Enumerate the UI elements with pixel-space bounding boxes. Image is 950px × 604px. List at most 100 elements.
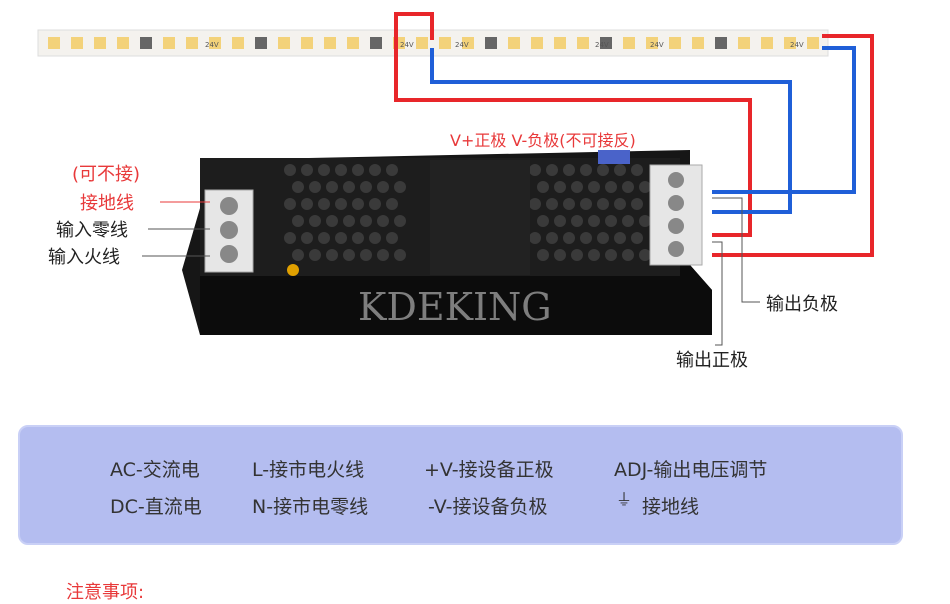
led-chip <box>738 37 750 49</box>
vent-hole <box>605 181 617 193</box>
led-chip <box>577 37 589 49</box>
notice-title: 注意事项: <box>66 582 145 603</box>
voltage-label: 24V <box>595 41 609 49</box>
vent-hole <box>554 181 566 193</box>
vent-hole <box>284 164 296 176</box>
vent-hole <box>563 232 575 244</box>
label-output-negative: 输出负极 <box>766 294 838 315</box>
vent-hole <box>631 232 643 244</box>
led-chip <box>439 37 451 49</box>
vent-hole <box>343 249 355 261</box>
led-chip <box>347 37 359 49</box>
vent-hole <box>352 164 364 176</box>
led-chip <box>462 37 474 49</box>
vent-hole <box>360 181 372 193</box>
vent-hole <box>335 232 347 244</box>
vent-hole <box>605 249 617 261</box>
led-chip <box>255 37 267 49</box>
vent-hole <box>394 215 406 227</box>
legend-item: L-接市电火线 <box>252 459 365 481</box>
label-optional: (可不接) <box>72 164 141 185</box>
vent-hole <box>301 232 313 244</box>
voltage-label: 24V <box>400 41 414 49</box>
vent-hole <box>597 164 609 176</box>
led-chip <box>71 37 83 49</box>
vent-hole <box>326 249 338 261</box>
vent-hole <box>622 249 634 261</box>
voltage-label: 24V <box>650 41 664 49</box>
led-chip <box>163 37 175 49</box>
vent-hole <box>588 181 600 193</box>
vent-hole <box>326 215 338 227</box>
vent-hole <box>639 181 651 193</box>
vent-hole <box>554 215 566 227</box>
vent-hole <box>377 181 389 193</box>
led-chip <box>370 37 382 49</box>
vent-hole <box>352 232 364 244</box>
label-live: 输入火线 <box>48 247 120 268</box>
vent-hole <box>326 181 338 193</box>
vent-hole <box>597 232 609 244</box>
vent-hole <box>571 215 583 227</box>
vent-hole <box>571 181 583 193</box>
vent-hole <box>639 249 651 261</box>
vent-hole <box>614 232 626 244</box>
led-chip <box>807 37 819 49</box>
led-chip <box>669 37 681 49</box>
vent-hole <box>386 198 398 210</box>
vent-hole <box>284 232 296 244</box>
vent-hole <box>318 198 330 210</box>
vent-hole <box>580 232 592 244</box>
vent-hole <box>563 164 575 176</box>
led-chip <box>416 37 428 49</box>
led-chip <box>209 37 221 49</box>
vent-hole <box>394 249 406 261</box>
vent-hole <box>588 249 600 261</box>
legend-item: DC-直流电 <box>110 496 202 518</box>
led-chip <box>784 37 796 49</box>
vent-hole <box>309 249 321 261</box>
vent-hole <box>377 249 389 261</box>
led-chip <box>554 37 566 49</box>
voltage-label: 24V <box>455 41 469 49</box>
vent-hole <box>563 198 575 210</box>
negative-wire-right <box>712 46 856 194</box>
vent-hole <box>614 198 626 210</box>
vent-hole <box>360 215 372 227</box>
voltage-label: 24V <box>205 41 219 49</box>
vent-hole <box>343 215 355 227</box>
vent-hole <box>546 232 558 244</box>
led-chip <box>48 37 60 49</box>
vent-hole <box>335 164 347 176</box>
led-chip <box>600 37 612 49</box>
adj-knob <box>598 150 630 164</box>
vent-hole <box>394 181 406 193</box>
led-chip <box>94 37 106 49</box>
polarity-note: V+正极 V-负极(不可接反) <box>450 131 636 150</box>
vent-hole <box>571 249 583 261</box>
legend-box <box>18 425 903 545</box>
vent-hole <box>631 198 643 210</box>
led-chip <box>301 37 313 49</box>
led-chip <box>117 37 129 49</box>
voltage-label: 24V <box>790 41 804 49</box>
vent-hole <box>360 249 372 261</box>
vent-hole <box>369 198 381 210</box>
vent-hole <box>580 164 592 176</box>
vent-hole <box>292 215 304 227</box>
vent-hole <box>622 181 634 193</box>
wires <box>394 12 874 257</box>
legend-item: 接地线 <box>642 496 700 518</box>
legend-item: +V-接设备正极 <box>424 459 554 481</box>
vent-hole <box>546 164 558 176</box>
led-chip <box>531 37 543 49</box>
led-chip <box>186 37 198 49</box>
legend-item: -V-接设备负极 <box>428 496 548 518</box>
vent-hole <box>335 198 347 210</box>
vent-hole <box>529 164 541 176</box>
vent-hole <box>614 164 626 176</box>
vent-hole <box>529 232 541 244</box>
led-chip <box>623 37 635 49</box>
vent-hole <box>597 198 609 210</box>
